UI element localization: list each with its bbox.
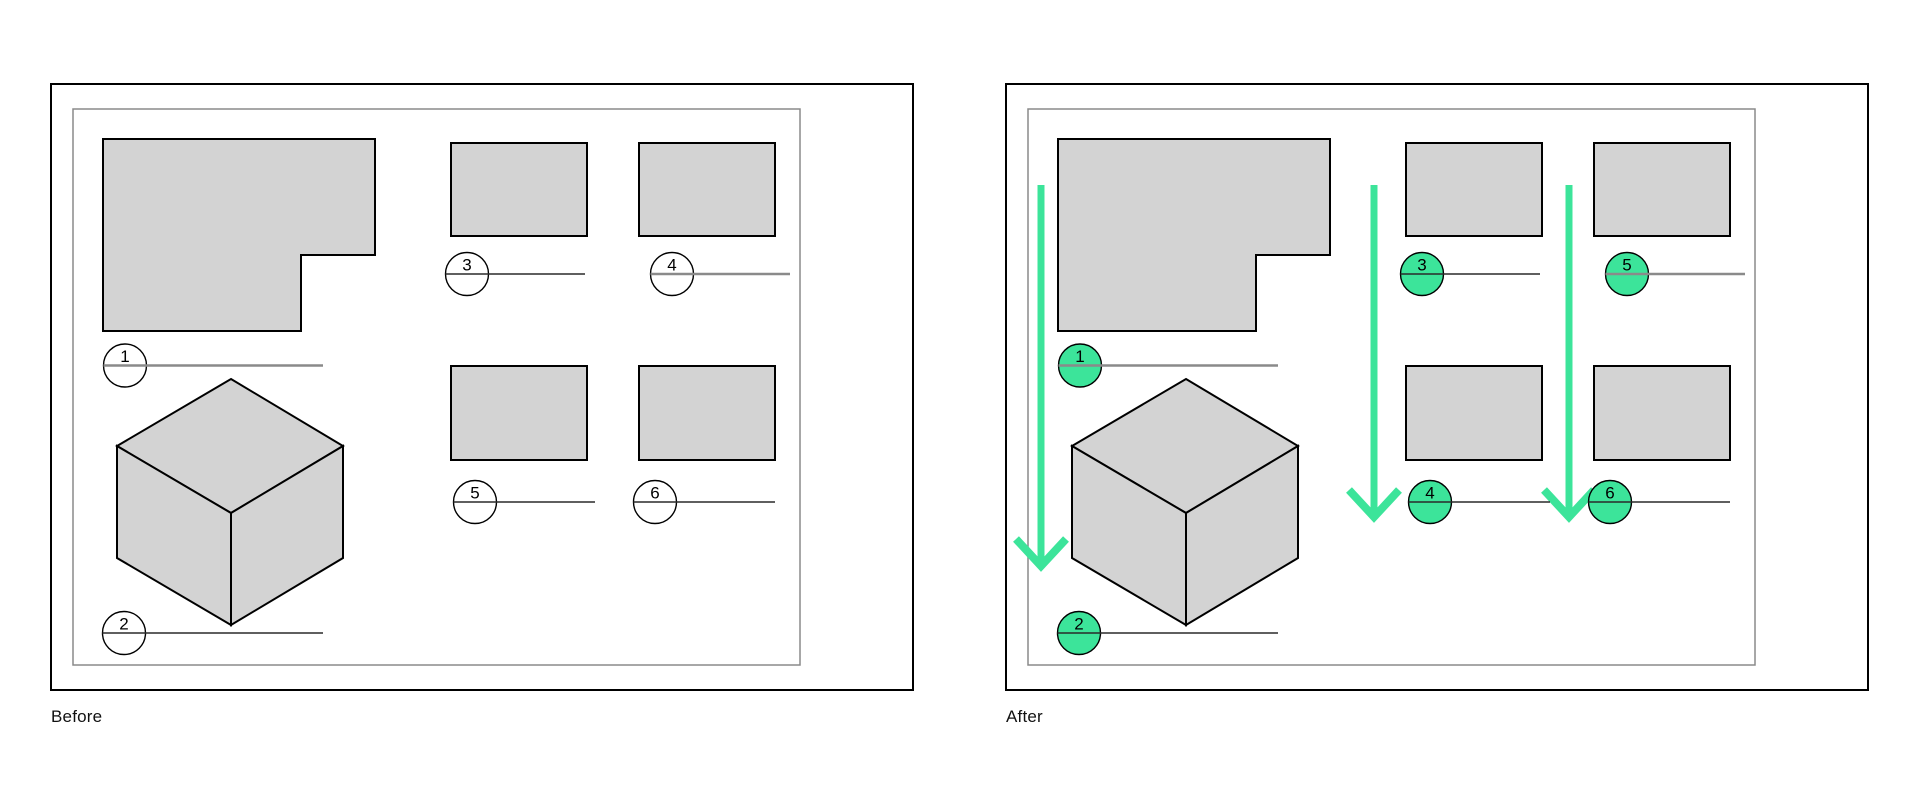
callout-number-2: 2 — [1074, 615, 1083, 634]
callout-number-6: 6 — [650, 484, 659, 503]
after-caption: After — [1006, 707, 1043, 726]
callout-number-1: 1 — [1075, 347, 1084, 366]
l-shaped-part — [102, 138, 376, 332]
flow-arrow-head-2 — [1346, 487, 1402, 523]
part-box-2 — [1593, 142, 1731, 237]
before-caption: Before — [51, 707, 103, 726]
flow-arrow-head-1 — [1013, 536, 1069, 572]
inner-frame — [1027, 108, 1756, 666]
part-box-1 — [450, 142, 588, 237]
callout-number-3: 3 — [462, 256, 471, 275]
callout-number-4: 4 — [1425, 484, 1434, 503]
part-box-1 — [1405, 142, 1543, 237]
flow-arrow-head-3 — [1541, 487, 1597, 523]
panel-before: 1 2 3 4 5 6 — [50, 83, 914, 691]
part-box-4 — [638, 365, 776, 461]
callout-number-2: 2 — [119, 615, 128, 634]
cube-face-2 — [1185, 444, 1299, 627]
panel-after: 1 2 3 5 4 6 — [1005, 83, 1869, 691]
cube-face-2 — [230, 444, 344, 627]
part-box-3 — [450, 365, 588, 461]
callout-number-4: 4 — [667, 256, 676, 275]
callout-number-5: 5 — [470, 484, 479, 503]
callout-number-1: 1 — [120, 347, 129, 366]
inner-frame — [72, 108, 801, 666]
part-box-3 — [1405, 365, 1543, 461]
part-box-4 — [1593, 365, 1731, 461]
part-box-2 — [638, 142, 776, 237]
l-shaped-part — [1057, 138, 1331, 332]
callout-number-3: 3 — [1417, 256, 1426, 275]
callout-number-6: 6 — [1605, 484, 1614, 503]
callout-number-5: 5 — [1622, 256, 1631, 275]
